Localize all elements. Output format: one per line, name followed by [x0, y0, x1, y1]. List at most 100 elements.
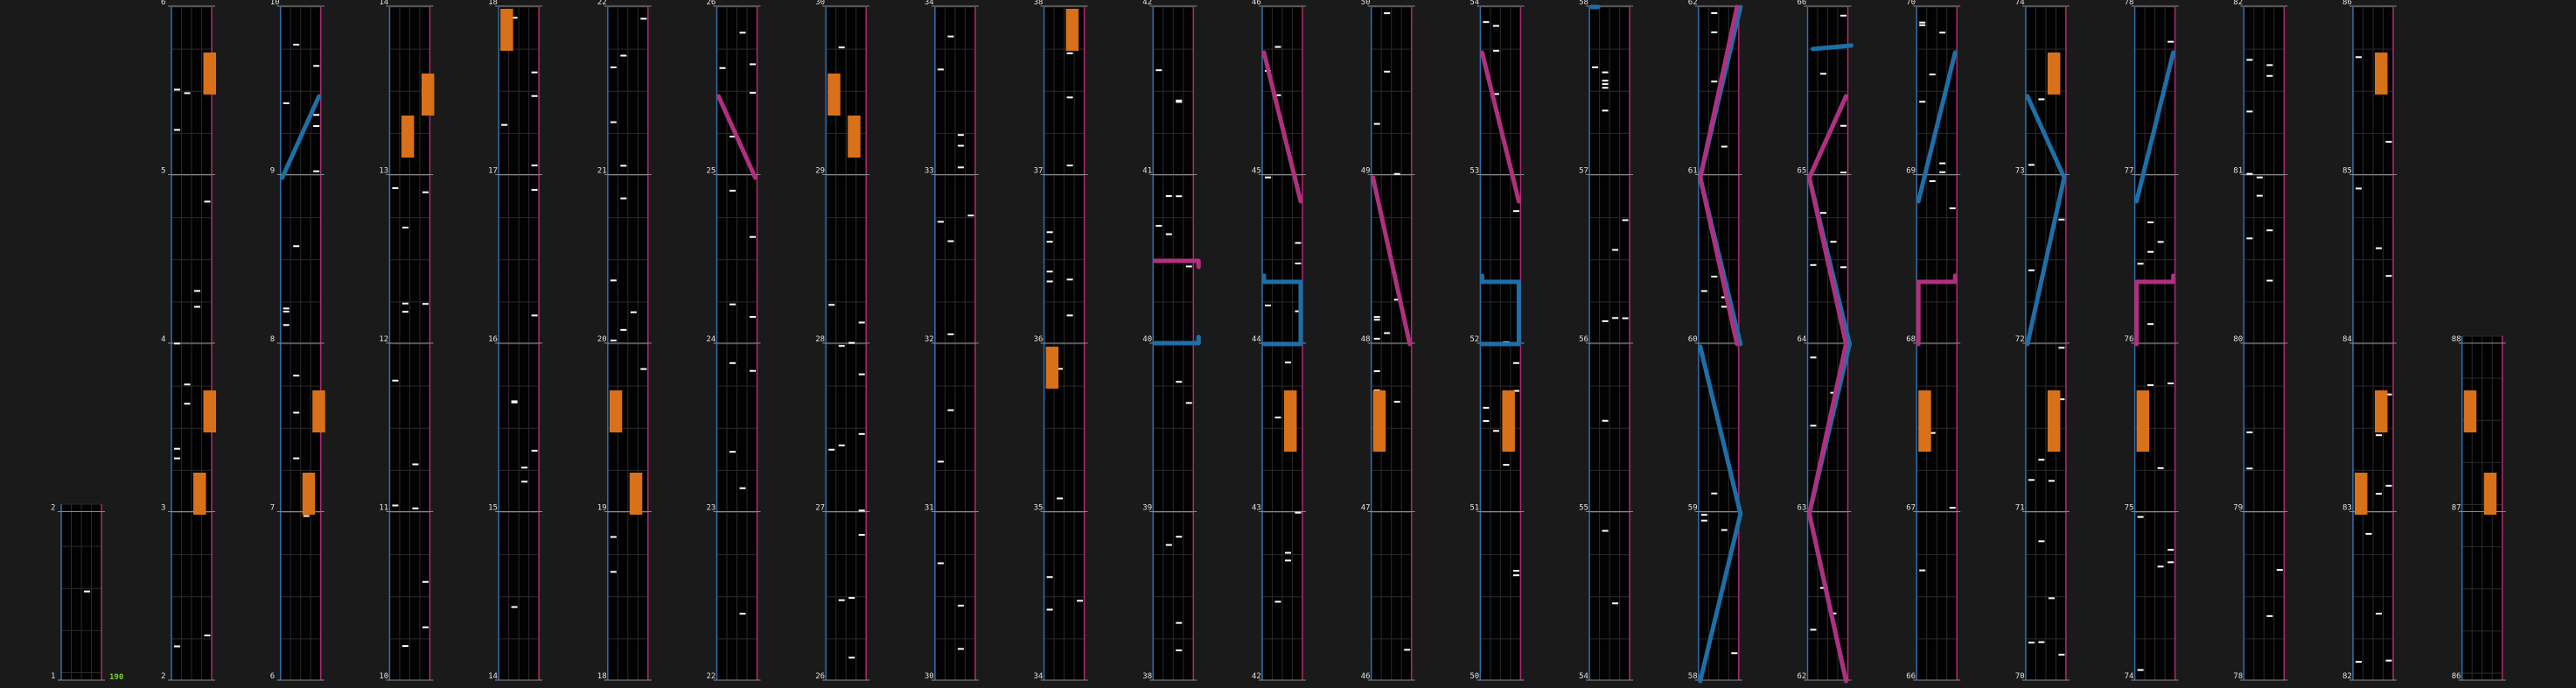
tap-note [1274, 416, 1281, 418]
tap-note [1612, 249, 1619, 251]
tap-note [1840, 14, 1846, 17]
measure-number: 86 [2452, 672, 2461, 681]
tap-note [1155, 224, 1162, 227]
tap-note [1602, 80, 1609, 82]
hold-note [1372, 390, 1386, 452]
tap-note [1503, 463, 1510, 466]
tap-note [1492, 93, 1499, 95]
measure-number: 19 [597, 504, 607, 513]
tap-note [610, 536, 617, 538]
tap-note [521, 467, 528, 469]
tap-note [2058, 653, 2065, 656]
measure-number: 37 [1034, 167, 1044, 176]
slide-path [1698, 4, 1740, 347]
tap-note [2256, 176, 2263, 179]
measure-number: 66 [1798, 0, 1807, 7]
tap-note [1066, 96, 1073, 99]
tap-note [1176, 536, 1183, 538]
measure-number: 73 [2015, 167, 2025, 176]
tap-note [947, 35, 954, 38]
measure-number: 33 [925, 167, 934, 176]
tap-note [610, 66, 617, 68]
measure-number: 74 [2015, 0, 2025, 7]
tap-note [1373, 316, 1380, 319]
tap-note [1295, 242, 1302, 244]
tap-note [2385, 275, 2392, 277]
tap-note [422, 580, 429, 583]
slide-path [1152, 334, 1201, 346]
tap-note [2385, 393, 2392, 396]
tap-note [1057, 368, 1064, 370]
tap-note [2058, 398, 2065, 401]
measure-number: 36 [1034, 335, 1044, 344]
measure-number: 51 [1470, 504, 1479, 513]
tap-note [2246, 467, 2253, 470]
hold-note [2047, 53, 2061, 95]
tap-note [2246, 237, 2253, 240]
tap-note [1840, 124, 1846, 127]
tap-note [1592, 66, 1599, 68]
tap-note [739, 32, 746, 34]
measure-number: 42 [1252, 672, 1261, 681]
measure-number: 64 [1798, 335, 1807, 344]
measure-number: 57 [1579, 167, 1588, 176]
slide-path [1811, 43, 1853, 52]
tap-note [1066, 52, 1073, 54]
tap-note [511, 17, 518, 19]
measure-number: 49 [1361, 167, 1371, 176]
tap-note [750, 316, 756, 319]
tap-note [1929, 432, 1936, 434]
tap-note [1066, 165, 1073, 167]
tap-note [967, 214, 974, 217]
measure-number: 59 [1688, 504, 1698, 513]
tap-note [392, 379, 399, 382]
slide-path [1916, 273, 1958, 347]
tap-note [2266, 229, 2273, 232]
tap-note [610, 571, 617, 573]
tap-note [1830, 241, 1837, 243]
tap-note [838, 345, 845, 348]
measure-number: 71 [2015, 504, 2025, 513]
tap-note [1721, 145, 1728, 148]
measure-number: 67 [1906, 504, 1916, 513]
tap-note [401, 311, 408, 313]
tap-note [1483, 21, 1490, 24]
tap-note [957, 604, 964, 607]
measure-number: 61 [1688, 167, 1698, 176]
tap-note [2246, 172, 2253, 175]
tap-note [640, 368, 647, 370]
tap-note [2266, 279, 2273, 282]
tap-note [2157, 241, 2164, 243]
tap-note [750, 63, 756, 66]
tap-note [422, 191, 429, 193]
tap-note [1820, 73, 1826, 75]
hold-note [2463, 390, 2477, 432]
tap-note [1185, 265, 1192, 268]
tap-note [937, 68, 944, 71]
measure-number: 24 [707, 335, 716, 344]
measure-number: 17 [488, 167, 498, 176]
tap-note [957, 166, 964, 169]
tap-note [204, 634, 211, 636]
measure-number: 39 [1142, 504, 1152, 513]
tap-note [2376, 613, 2382, 615]
slide-path [2134, 50, 2176, 204]
tap-note [293, 375, 300, 377]
measure-number: 74 [2125, 672, 2134, 681]
tap-note [838, 46, 845, 49]
measure-number: 82 [2233, 0, 2243, 7]
tap-note [283, 102, 290, 104]
measure-number: 28 [815, 335, 825, 344]
slide-path [1371, 175, 1413, 347]
tap-note [1919, 21, 1926, 24]
tap-note [1384, 12, 1391, 15]
notes-layer [84, 9, 2497, 671]
tap-note [1393, 172, 1400, 175]
measure-number: 16 [488, 335, 498, 344]
hold-note [1065, 9, 1079, 51]
tap-note [1840, 172, 1846, 174]
tap-note [1176, 99, 1183, 102]
measure-number: 22 [707, 672, 716, 681]
measure-number: 63 [1798, 504, 1807, 513]
